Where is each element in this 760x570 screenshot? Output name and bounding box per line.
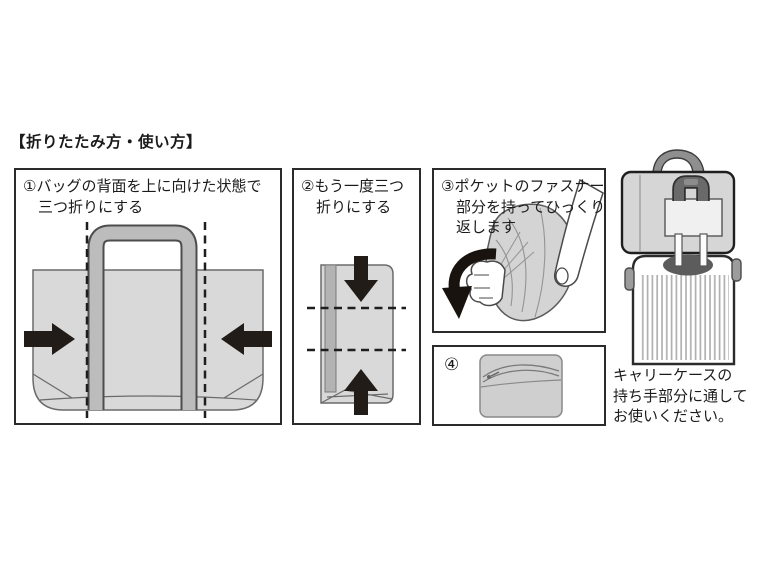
arrow-right-icon (24, 323, 75, 355)
step-1-line-2: 三つ折りにする (38, 197, 144, 216)
curved-arrow-head (442, 286, 472, 319)
bag-bottom-fold-lines (32, 373, 264, 399)
zipper-pull-tab (490, 371, 500, 377)
step-box-3: ③ポケットのファスナー 部分を持ってひっくり 返します (432, 168, 606, 333)
folded-bag-body (320, 264, 394, 404)
step-box-4: ④ (432, 345, 606, 426)
arrow-up-icon (344, 369, 378, 415)
left-hand-fingers (474, 274, 493, 299)
trolley-handle-grip (684, 179, 698, 185)
right-hand-arm (554, 178, 604, 287)
trolley-pole-left (674, 233, 683, 267)
step-3-text: ③ポケットのファスナー 部分を持ってひっくり 返します (441, 176, 605, 238)
trolley-pole-right (699, 233, 708, 267)
step-2-line-1: ②もう一度三つ (301, 177, 404, 195)
folded-bag-strip-illustration (307, 256, 406, 415)
step-1-line-1: ①バッグの背面を上に向けた状態で (23, 177, 262, 195)
step-2-text: ②もう一度三つ 折りにする (301, 176, 404, 217)
arrow-left-icon (221, 323, 272, 355)
crumpled-bag (485, 203, 576, 322)
step-2-line-2: 折りにする (316, 197, 392, 216)
fabric-crease-lines (495, 207, 546, 318)
folded-pouch-illustration (479, 354, 563, 418)
carry-case-with-bag-illustration (620, 149, 742, 366)
bag-strap-handle (652, 149, 705, 174)
folded-handle-strip (324, 264, 337, 393)
flip-bag-hands-illustration (442, 178, 604, 322)
step-box-2: ②もう一度三つ 折りにする (292, 168, 421, 425)
suitcase-ribs (639, 275, 729, 360)
left-hand-fist (465, 260, 506, 307)
usage-note-line-1: キャリーケースの (613, 366, 733, 384)
usage-note-line-3: お使いください。 (613, 407, 734, 425)
usage-note-line-2: 持ち手部分に通して (613, 386, 748, 405)
step-3-line-3: 返します (456, 218, 517, 236)
step-3-line-1: ③ポケットのファスナー (441, 177, 605, 195)
bag-back-pocket (664, 198, 723, 237)
pocket-edge-line (480, 379, 562, 388)
page-title: 【折りたたみ方・使い方】 (10, 133, 203, 151)
suitcase-side-handle (624, 267, 635, 291)
tote-bag-back-illustration (24, 222, 272, 418)
bag-bottom-edge (39, 395, 257, 401)
right-thumb (555, 267, 569, 285)
step-box-1: ①バッグの背面を上に向けた状態で 三つ折りにする (14, 168, 282, 425)
suitcase-right-tab (731, 258, 742, 282)
step-4-number: ④ (444, 355, 460, 375)
usage-note: キャリーケースの 持ち手部分に通して お使いください。 (613, 365, 748, 427)
fabric-gather-lines (499, 231, 535, 279)
bag-handle (89, 226, 196, 410)
step-1-text: ①バッグの背面を上に向けた状態で 三つ折りにする (23, 176, 261, 217)
zipper-pull-icon (487, 375, 491, 379)
step-3-line-2: 部分を持ってひっくり (456, 197, 606, 216)
pouch-body (479, 354, 563, 418)
arrow-down-icon (344, 256, 378, 302)
